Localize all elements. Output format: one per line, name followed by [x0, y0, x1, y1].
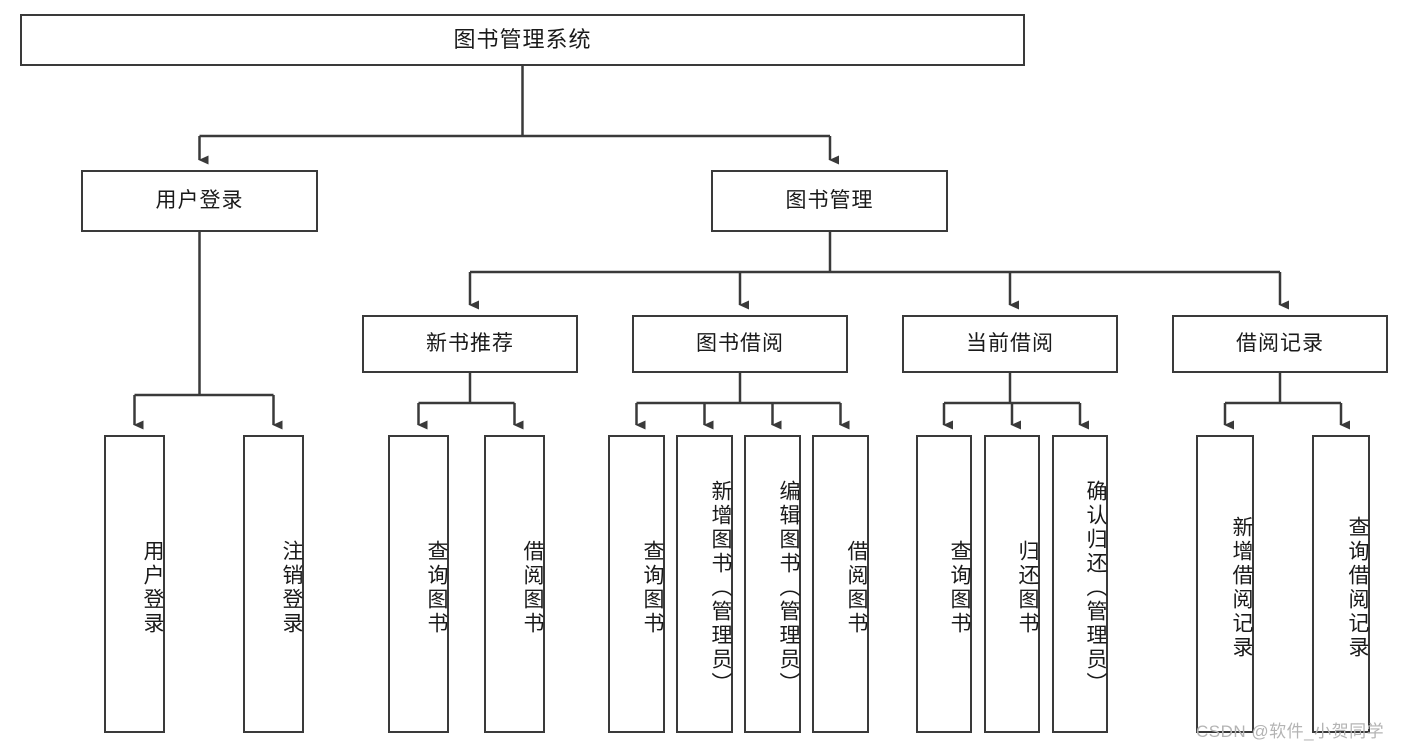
node-leaf-add-book[interactable]: 新增图书（管理员）	[676, 435, 733, 733]
node-root-system[interactable]: 图书管理系统	[20, 14, 1025, 66]
node-leaf-logout[interactable]: 注销登录	[243, 435, 304, 733]
node-leaf-user-login[interactable]: 用户登录	[104, 435, 165, 733]
node-current-borrow-label: 当前借阅	[966, 332, 1054, 356]
node-leaf-confirm-return[interactable]: 确认归还（管理员）	[1052, 435, 1108, 733]
node-leaf-return-book[interactable]: 归还图书	[984, 435, 1040, 733]
node-leaf-query-book-2-label: 查询图书	[641, 540, 664, 636]
node-leaf-edit-book-label: 编辑图书（管理员）	[777, 480, 800, 696]
node-book-manage[interactable]: 图书管理	[711, 170, 948, 232]
node-book-borrow[interactable]: 图书借阅	[632, 315, 848, 373]
node-root-label: 图书管理系统	[453, 26, 592, 52]
node-borrow-record[interactable]: 借阅记录	[1172, 315, 1388, 373]
node-leaf-query-book-3[interactable]: 查询图书	[916, 435, 972, 733]
node-current-borrow[interactable]: 当前借阅	[902, 315, 1118, 373]
node-new-book-recommend[interactable]: 新书推荐	[362, 315, 578, 373]
node-leaf-edit-book[interactable]: 编辑图书（管理员）	[744, 435, 801, 733]
node-leaf-borrow-book-2-label: 借阅图书	[845, 540, 868, 636]
node-leaf-query-book-1[interactable]: 查询图书	[388, 435, 449, 733]
node-leaf-borrow-book-2[interactable]: 借阅图书	[812, 435, 869, 733]
node-leaf-borrow-book-1-label: 借阅图书	[521, 540, 544, 636]
node-leaf-query-record[interactable]: 查询借阅记录	[1312, 435, 1370, 733]
node-book-borrow-label: 图书借阅	[696, 332, 784, 356]
node-leaf-user-login-label: 用户登录	[141, 540, 164, 636]
node-leaf-add-book-label: 新增图书（管理员）	[709, 480, 732, 696]
csdn-watermark: CSDN @软件_小贺同学	[1196, 722, 1385, 741]
node-leaf-logout-label: 注销登录	[280, 540, 303, 636]
node-leaf-query-book-2[interactable]: 查询图书	[608, 435, 665, 733]
node-leaf-query-record-label: 查询借阅记录	[1346, 516, 1369, 660]
node-leaf-confirm-return-label: 确认归还（管理员）	[1084, 480, 1107, 696]
node-user-login[interactable]: 用户登录	[81, 170, 318, 232]
node-leaf-query-book-3-label: 查询图书	[948, 540, 971, 636]
node-leaf-borrow-book-1[interactable]: 借阅图书	[484, 435, 545, 733]
node-book-manage-label: 图书管理	[785, 189, 874, 213]
node-borrow-record-label: 借阅记录	[1236, 332, 1324, 356]
node-leaf-return-book-label: 归还图书	[1016, 540, 1039, 636]
node-leaf-add-record-label: 新增借阅记录	[1230, 516, 1253, 660]
node-new-book-recommend-label: 新书推荐	[426, 332, 514, 356]
node-leaf-query-book-1-label: 查询图书	[425, 540, 448, 636]
node-user-login-label: 用户登录	[155, 189, 244, 213]
node-leaf-add-record[interactable]: 新增借阅记录	[1196, 435, 1254, 733]
